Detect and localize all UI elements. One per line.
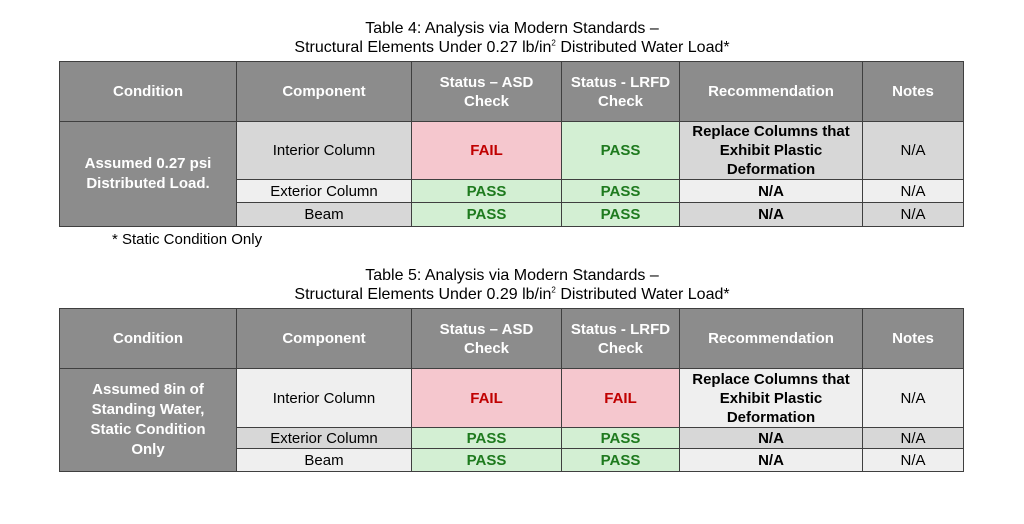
notes-cell: N/A (862, 448, 964, 472)
notes-cell: N/A (862, 368, 964, 428)
table-row: Assumed 0.27 psi Distributed Load. Inter… (59, 121, 964, 227)
header-component: Component (236, 308, 412, 369)
table4-caption: Table 4: Analysis via Modern Standards –… (0, 19, 1024, 57)
table5-caption: Table 5: Analysis via Modern Standards –… (0, 266, 1024, 304)
table5-caption-sup: 2 (551, 285, 556, 295)
recommendation-cell: Replace Columns that Exhibit Plastic Def… (679, 121, 863, 180)
header-notes: Notes (862, 61, 964, 122)
table4-caption-text-end: Distributed Water Load* (555, 39, 730, 56)
lrfd-status-pass: PASS (561, 448, 680, 472)
asd-status-pass: PASS (411, 202, 562, 227)
header-condition: Condition (59, 308, 237, 369)
table5-header-row: Condition Component Status – ASD Check S… (59, 308, 964, 369)
table5-caption-line1: Table 5: Analysis via Modern Standards – (365, 267, 659, 284)
header-lrfd: Status - LRFD Check (561, 308, 680, 369)
header-lrfd: Status - LRFD Check (561, 61, 680, 122)
header-asd: Status – ASD Check (411, 308, 562, 369)
lrfd-status-fail: FAIL (561, 368, 680, 428)
asd-status-pass: PASS (411, 427, 562, 449)
lrfd-status-pass: PASS (561, 202, 680, 227)
notes-cell: N/A (862, 202, 964, 227)
table5-caption-text: Structural Elements Under 0.29 lb/in (294, 286, 552, 303)
table4-footnote: * Static Condition Only (112, 231, 263, 248)
condition-cell: Assumed 8in of Standing Water, Static Co… (59, 368, 237, 472)
asd-status-pass: PASS (411, 179, 562, 203)
notes-cell: N/A (862, 179, 964, 203)
table4-caption-text: Structural Elements Under 0.27 lb/in (294, 39, 552, 56)
table-row: Beam PASS PASS N/A N/A (60, 202, 964, 227)
component-cell: Beam (236, 202, 412, 227)
header-notes: Notes (862, 308, 964, 369)
table4-caption-line1: Table 4: Analysis via Modern Standards – (365, 20, 659, 37)
notes-cell: N/A (862, 427, 964, 449)
asd-status-pass: PASS (411, 448, 562, 472)
lrfd-status-pass: PASS (561, 179, 680, 203)
table5-caption-line2: Structural Elements Under 0.29 lb/in2 Di… (0, 285, 1024, 304)
table5: Condition Component Status – ASD Check S… (59, 308, 964, 472)
component-cell: Beam (236, 448, 412, 472)
recommendation-cell: Replace Columns that Exhibit Plastic Def… (679, 368, 863, 428)
header-asd: Status – ASD Check (411, 61, 562, 122)
table4-header-row: Condition Component Status – ASD Check S… (59, 61, 964, 122)
recommendation-cell: N/A (679, 179, 863, 203)
component-cell: Exterior Column (236, 179, 412, 203)
recommendation-cell: N/A (679, 427, 863, 449)
asd-status-fail: FAIL (411, 121, 562, 180)
condition-cell: Assumed 0.27 psi Distributed Load. (59, 121, 237, 227)
lrfd-status-pass: PASS (561, 427, 680, 449)
asd-status-fail: FAIL (411, 368, 562, 428)
header-recommendation: Recommendation (679, 61, 863, 122)
component-cell: Interior Column (236, 368, 412, 428)
component-cell: Interior Column (236, 121, 412, 180)
lrfd-status-pass: PASS (561, 121, 680, 180)
header-recommendation: Recommendation (679, 308, 863, 369)
recommendation-cell: N/A (679, 202, 863, 227)
table5-caption-text-end: Distributed Water Load* (555, 286, 730, 303)
table-row: Beam PASS PASS N/A N/A (60, 448, 964, 472)
header-condition: Condition (59, 61, 237, 122)
table4: Condition Component Status – ASD Check S… (59, 61, 964, 227)
table4-caption-sup: 2 (551, 38, 556, 48)
notes-cell: N/A (862, 121, 964, 180)
table-row: Exterior Column PASS PASS N/A N/A (60, 427, 964, 449)
table-row: Assumed 8in of Standing Water, Static Co… (59, 368, 964, 472)
recommendation-cell: N/A (679, 448, 863, 472)
header-component: Component (236, 61, 412, 122)
table4-caption-line2: Structural Elements Under 0.27 lb/in2 Di… (0, 38, 1024, 57)
table-row: Exterior Column PASS PASS N/A N/A (60, 179, 964, 203)
component-cell: Exterior Column (236, 427, 412, 449)
